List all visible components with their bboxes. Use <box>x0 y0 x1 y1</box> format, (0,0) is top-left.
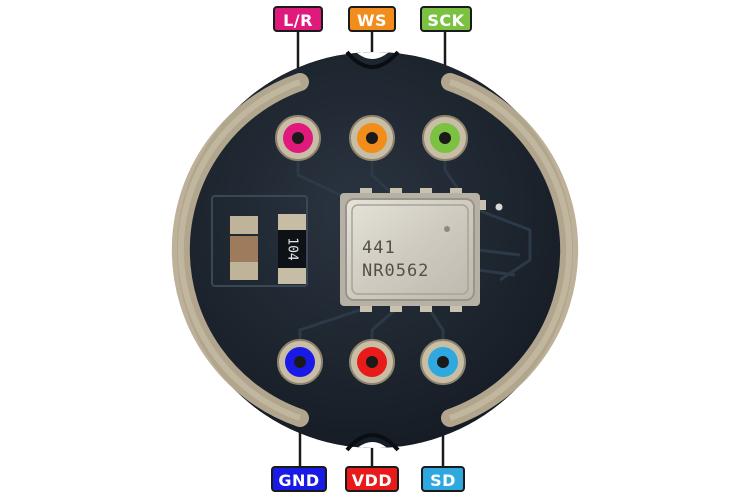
pin1-marker <box>495 203 503 211</box>
pin-hole-sd <box>420 339 466 385</box>
pin-label-gnd: GND <box>271 466 327 492</box>
smd-components: 104 <box>211 195 308 287</box>
capacitor <box>230 216 258 280</box>
pin-hole-vdd <box>349 339 395 385</box>
chip-marking-line2: NR0562 <box>362 261 429 281</box>
pin-label-sd: SD <box>421 466 465 492</box>
pin-label-vdd: VDD <box>345 466 399 492</box>
resistor: 104 <box>278 214 306 284</box>
chip-marking-line1: 441 <box>362 238 396 258</box>
pin-label-lr: L/R <box>273 6 323 32</box>
pin-hole-gnd <box>277 339 323 385</box>
silkscreen-outline <box>211 195 308 287</box>
pin-hole-ws <box>349 115 395 161</box>
sound-port <box>444 226 450 232</box>
pin-label-sck: SCK <box>420 6 472 32</box>
mems-microphone-chip: 441 NR0562 <box>340 188 503 312</box>
resistor-code: 104 <box>285 237 300 261</box>
pin-holes <box>275 115 468 385</box>
pin-hole-sck <box>422 115 468 161</box>
pin-hole-lr <box>275 115 321 161</box>
pin-label-ws: WS <box>348 6 396 32</box>
